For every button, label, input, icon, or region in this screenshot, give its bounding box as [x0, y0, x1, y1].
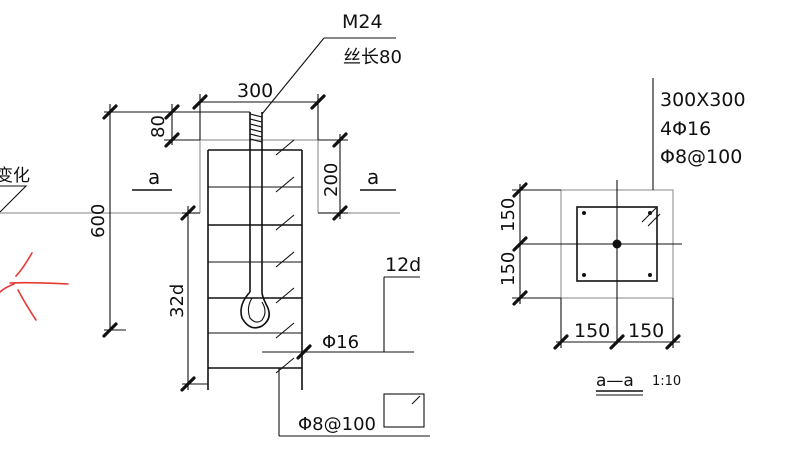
partial-text: 变化 [0, 166, 30, 186]
section-bolt [612, 239, 622, 249]
section-title-text: a—a [596, 371, 634, 391]
section-mark-right: a [360, 165, 396, 191]
dim-300: 300 [192, 80, 326, 140]
dim-32d-text: 32d [167, 284, 188, 318]
section-dim-bottom: 150 150 [553, 298, 681, 350]
thread-length-label: 丝长80 [343, 47, 402, 68]
section-title: a—a 1:10 [596, 371, 681, 396]
section-mark-right-text: a [367, 165, 379, 189]
stirrups [208, 149, 302, 369]
corner-bar-br [648, 273, 652, 277]
elevation-view: 变化 [0, 11, 430, 437]
dim-600: 600 [88, 104, 164, 338]
stirrup-hook-marks [275, 139, 295, 374]
corner-bar-tl [582, 211, 586, 215]
dim-12d-text: 12d [385, 254, 421, 276]
sec-dim-150-top-text: 150 [498, 198, 519, 232]
dim-200: 200 [318, 132, 348, 221]
corner-bar-tr [648, 211, 652, 215]
dim-200-text: 200 [321, 163, 342, 197]
spec-main-text: 4Φ16 [660, 118, 711, 140]
corner-bar-bl [582, 273, 586, 277]
dim-80-text: 80 [148, 115, 169, 138]
sec-dim-150-right-text: 150 [628, 320, 664, 342]
stirrup-leader: Φ8@100 [278, 368, 430, 437]
rebar-main-text: Φ16 [322, 332, 359, 353]
anchor-bolt [240, 112, 270, 329]
dim-300-text: 300 [237, 80, 273, 102]
bolt-label: M24 [342, 11, 383, 33]
section-scale-text: 1:10 [652, 374, 681, 389]
dim-600-text: 600 [88, 204, 109, 238]
spec-size-text: 300X300 [660, 89, 746, 111]
spec-stirrup-text: Φ8@100 [660, 146, 742, 168]
bolt-leader [261, 37, 325, 115]
stirrup-text: Φ8@100 [298, 414, 376, 435]
dim-80: 80 [148, 104, 250, 148]
section-mark-left: a [132, 165, 172, 191]
pedestal-outline [199, 139, 319, 213]
red-markup [0, 252, 69, 321]
stirrup-symbol [383, 393, 425, 428]
sec-dim-150-left-text: 150 [574, 320, 610, 342]
rebar-leader: 12d Φ16 [262, 254, 421, 360]
dim-32d: 32d [167, 205, 208, 392]
level-triangle [0, 185, 28, 213]
section-mark-left-text: a [148, 165, 160, 189]
section-view: 300X300 4Φ16 Φ8@100 150 150 150 150 [498, 78, 746, 396]
sec-dim-150-bottom-text: 150 [498, 252, 519, 286]
section-dim-left: 150 150 [498, 182, 561, 306]
